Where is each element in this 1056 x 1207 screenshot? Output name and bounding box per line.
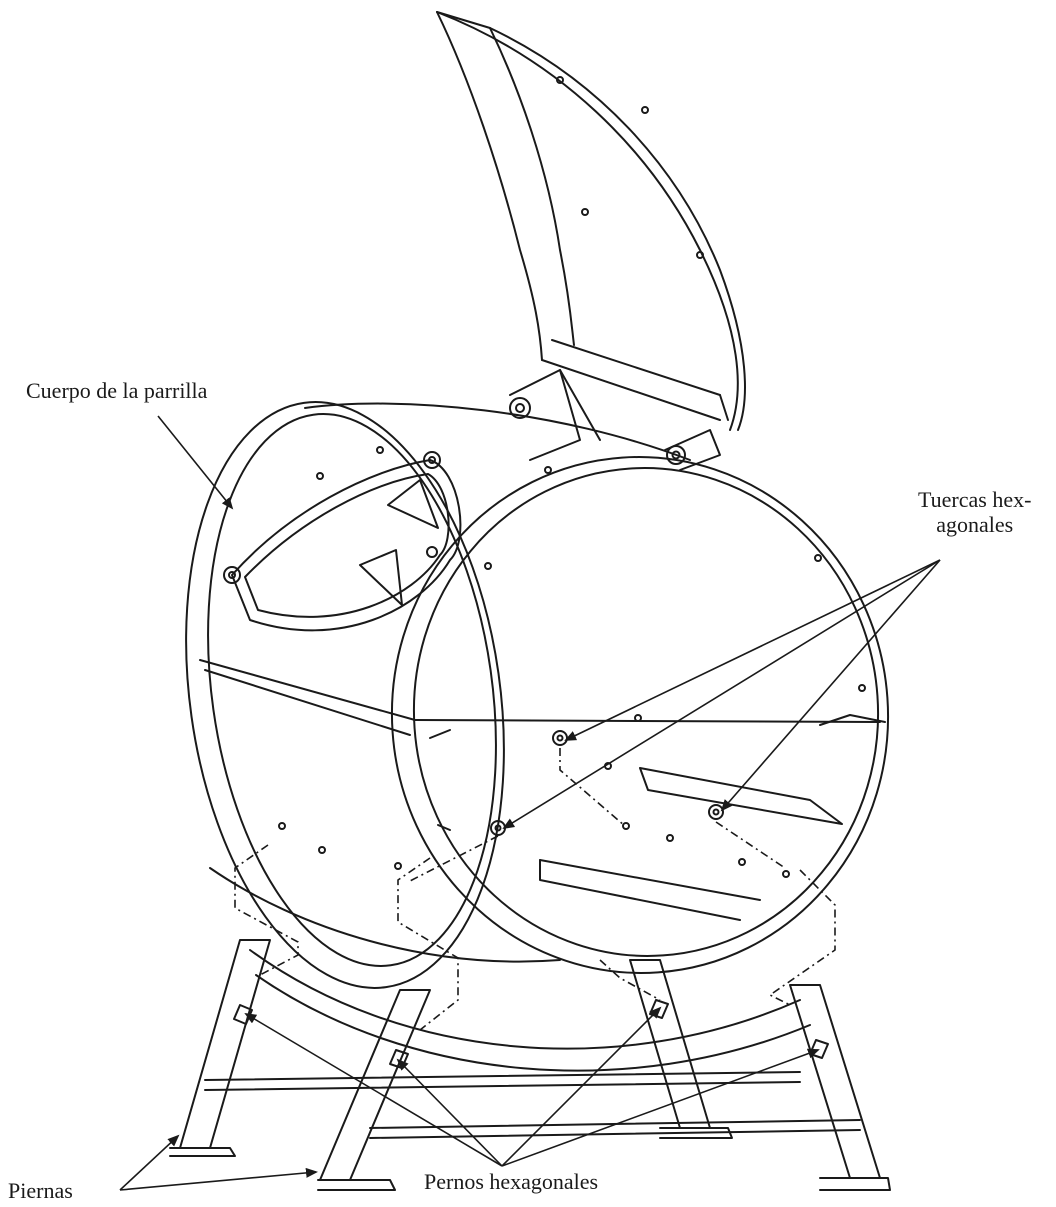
label-hex-nuts-line2: agonales <box>936 512 1014 538</box>
drum-body <box>199 402 691 963</box>
leg-back-left <box>169 939 271 1157</box>
stand-cradle <box>249 949 811 1072</box>
leader-arrows <box>119 415 941 1191</box>
hex-nuts <box>490 730 724 836</box>
label-hex-nuts: Tuercas hex- agonales <box>918 487 1031 538</box>
stand-crossbars <box>204 1071 861 1139</box>
label-hex-bolts: Pernos hexagonales <box>424 1169 599 1194</box>
label-grill-body: Cuerpo de la parrilla <box>26 378 208 403</box>
vent-plate <box>223 446 552 632</box>
grill-grate-interior <box>414 714 886 921</box>
label-hex-nuts-line1: Tuercas hex- <box>918 487 1032 512</box>
hex-bolts <box>233 999 829 1069</box>
leg-back-right <box>629 959 733 1139</box>
grill-lid <box>436 11 746 431</box>
leg-front-right <box>789 984 891 1191</box>
lid-hinge-left <box>509 369 601 461</box>
label-legs: Piernas <box>8 1178 73 1203</box>
leg-front-left <box>317 989 431 1191</box>
assembly-guide-lines <box>234 748 836 1031</box>
drum-back-end <box>185 401 505 989</box>
